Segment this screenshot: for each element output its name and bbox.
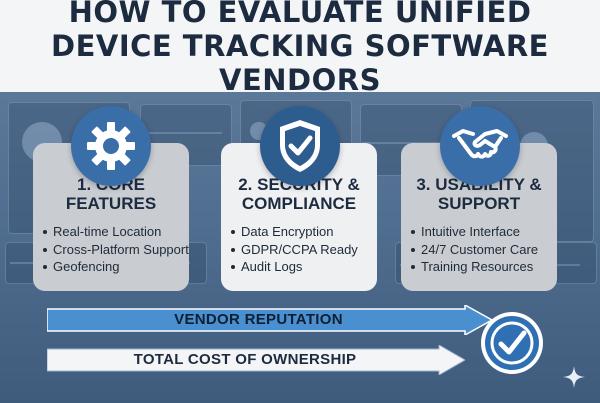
list-item: Audit Logs (231, 258, 377, 276)
feature-list: Real-time Location Cross-Platform Suppor… (33, 223, 189, 276)
list-item: Training Resources (411, 258, 557, 276)
sparkle-icon (562, 365, 586, 389)
list-item: Intuitive Interface (411, 223, 557, 241)
list-item: Geofencing (43, 258, 189, 276)
list-item: 24/7 Customer Care (411, 241, 557, 259)
arrow-label: VENDOR REPUTATION (174, 311, 343, 328)
card-title: 2. SECURITY & COMPLIANCE (238, 175, 360, 213)
list-item: GDPR/CCPA Ready (231, 241, 377, 259)
list-item: Cross-Platform Support (43, 241, 189, 259)
feature-list: Intuitive Interface 24/7 Customer Care T… (401, 223, 557, 276)
arrow-label: TOTAL COST OF OWNERSHIP (133, 351, 357, 368)
total-cost-arrow: TOTAL COST OF OWNERSHIP (47, 345, 465, 375)
list-item: Data Encryption (231, 223, 377, 241)
card-security-compliance: 2. SECURITY & COMPLIANCE Data Encryption… (221, 143, 377, 291)
header-banner: HOW TO EVALUATE UNIFIED DEVICE TRACKING … (0, 0, 600, 97)
checkmark-badge-icon (478, 309, 546, 377)
shield-check-icon (260, 106, 340, 186)
feature-list: Data Encryption GDPR/CCPA Ready Audit Lo… (221, 223, 377, 276)
handshake-icon (440, 106, 520, 186)
list-item: Real-time Location (43, 223, 189, 241)
page-title: HOW TO EVALUATE UNIFIED DEVICE TRACKING … (51, 0, 549, 97)
gear-icon (71, 106, 151, 186)
vendor-reputation-arrow: VENDOR REPUTATION (47, 305, 492, 335)
